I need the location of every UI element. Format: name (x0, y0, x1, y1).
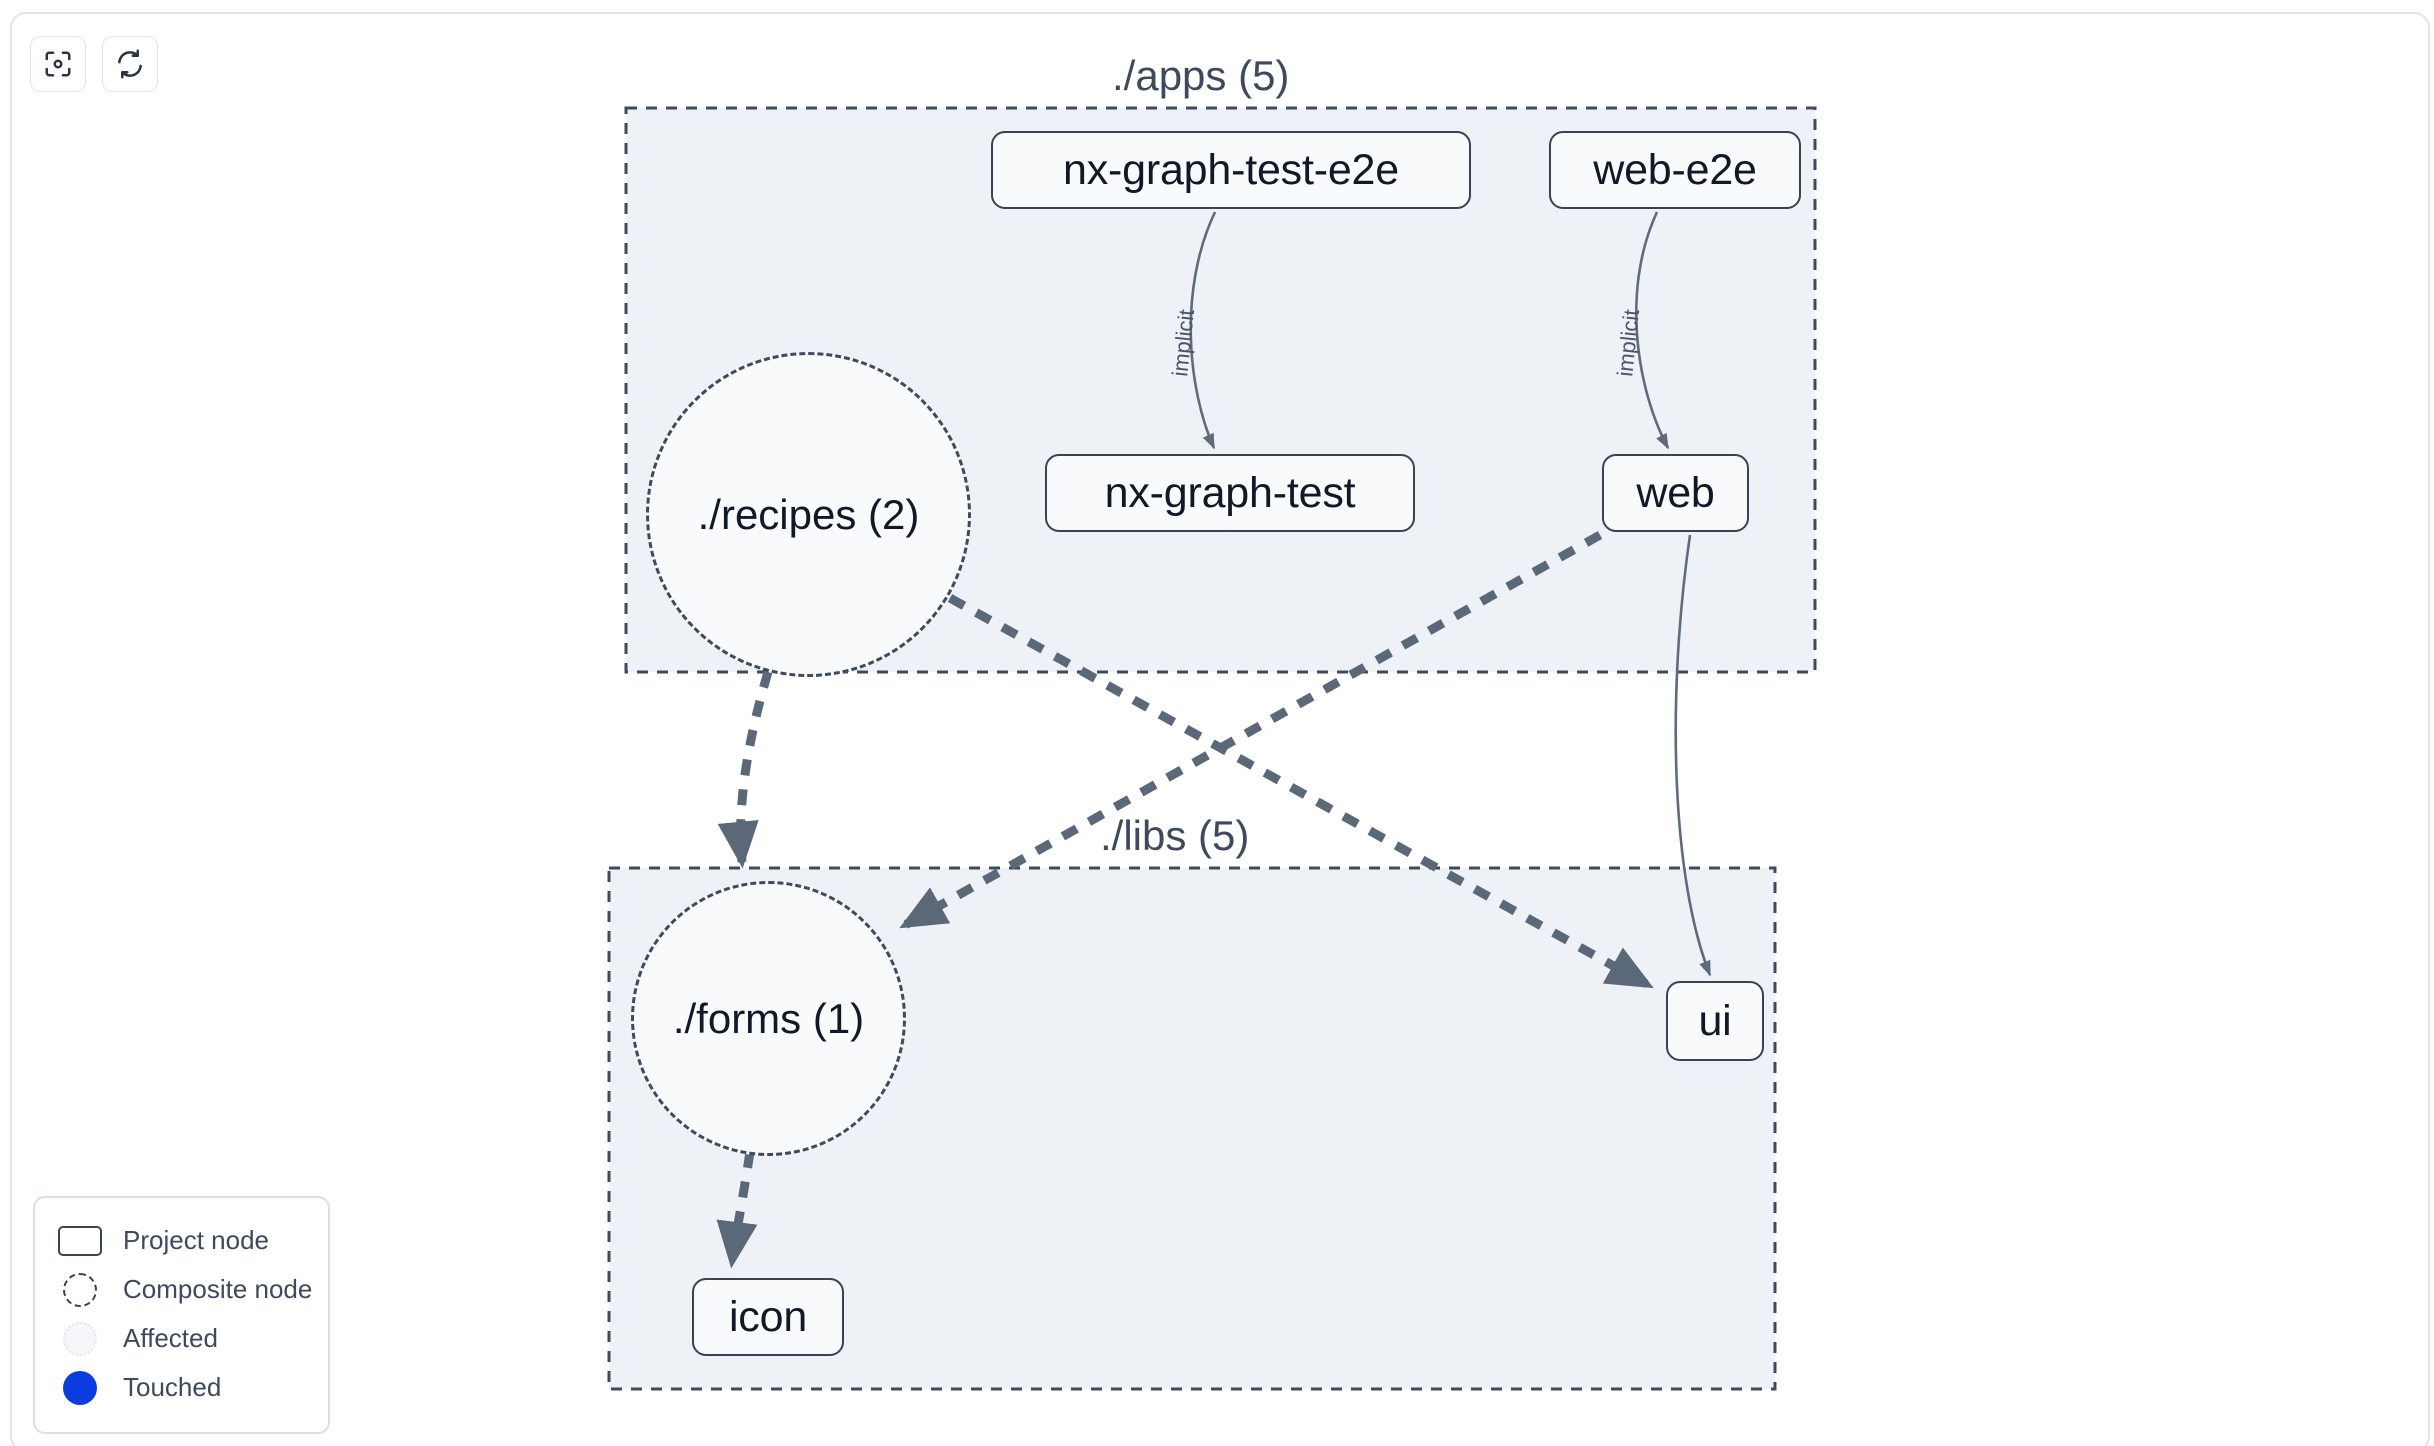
node-recipes-composite[interactable]: ./recipes (2) (646, 352, 971, 677)
node-label: ./recipes (2) (697, 490, 920, 538)
touched-swatch (57, 1365, 103, 1411)
group-label-apps: ./apps (5) (1112, 52, 1290, 99)
node-icon[interactable]: icon (692, 1278, 844, 1356)
edge-web-to-ui[interactable] (1674, 534, 1712, 977)
legend-label: Touched (123, 1372, 222, 1402)
legend-label: Project node (123, 1225, 269, 1255)
node-web-e2e[interactable]: web-e2e (1549, 131, 1801, 209)
node-label: icon (728, 1292, 808, 1341)
node-label: web-e2e (1593, 145, 1757, 194)
legend-item-composite-node: Composite node (57, 1265, 312, 1314)
edge-web-to-forms[interactable] (899, 531, 1603, 929)
focus-target-icon (43, 49, 73, 79)
group-label-libs: ./libs (5) (1100, 812, 1250, 859)
edge-recipes-to-forms[interactable] (717, 670, 773, 869)
node-ui[interactable]: ui (1666, 981, 1764, 1061)
node-label: web (1636, 468, 1715, 517)
legend-item-touched: Touched (57, 1363, 306, 1412)
node-forms-composite[interactable]: ./forms (1) (631, 881, 906, 1156)
node-label: nx-graph-test-e2e (1062, 145, 1399, 194)
edge-nx-graph-test-e2e-to-nx-graph-test[interactable] (1189, 211, 1217, 450)
refresh-graph-button[interactable] (102, 36, 158, 92)
refresh-icon (115, 49, 145, 79)
node-label: ./forms (1) (672, 994, 865, 1042)
legend-label: Affected (123, 1323, 218, 1353)
graph-toolbar (30, 36, 158, 92)
edge-forms-to-icon[interactable] (716, 1151, 758, 1269)
edge-web-e2e-to-web[interactable] (1635, 211, 1670, 450)
node-label: nx-graph-test (1104, 468, 1356, 517)
legend-label: Composite node (123, 1274, 313, 1304)
composite-node-swatch (57, 1267, 103, 1313)
project-node-swatch (57, 1218, 103, 1264)
legend-item-project-node: Project node (57, 1216, 306, 1265)
graph-legend: Project node Composite node Affected Tou… (33, 1196, 330, 1434)
legend-item-affected: Affected (57, 1314, 306, 1363)
node-nx-graph-test-e2e[interactable]: nx-graph-test-e2e (991, 131, 1471, 209)
node-label: ui (1698, 996, 1732, 1045)
node-nx-graph-test[interactable]: nx-graph-test (1045, 454, 1415, 532)
affected-swatch (57, 1316, 103, 1362)
edge-recipes-to-ui[interactable] (947, 594, 1654, 989)
focus-graph-button[interactable] (30, 36, 86, 92)
node-web[interactable]: web (1602, 454, 1749, 532)
